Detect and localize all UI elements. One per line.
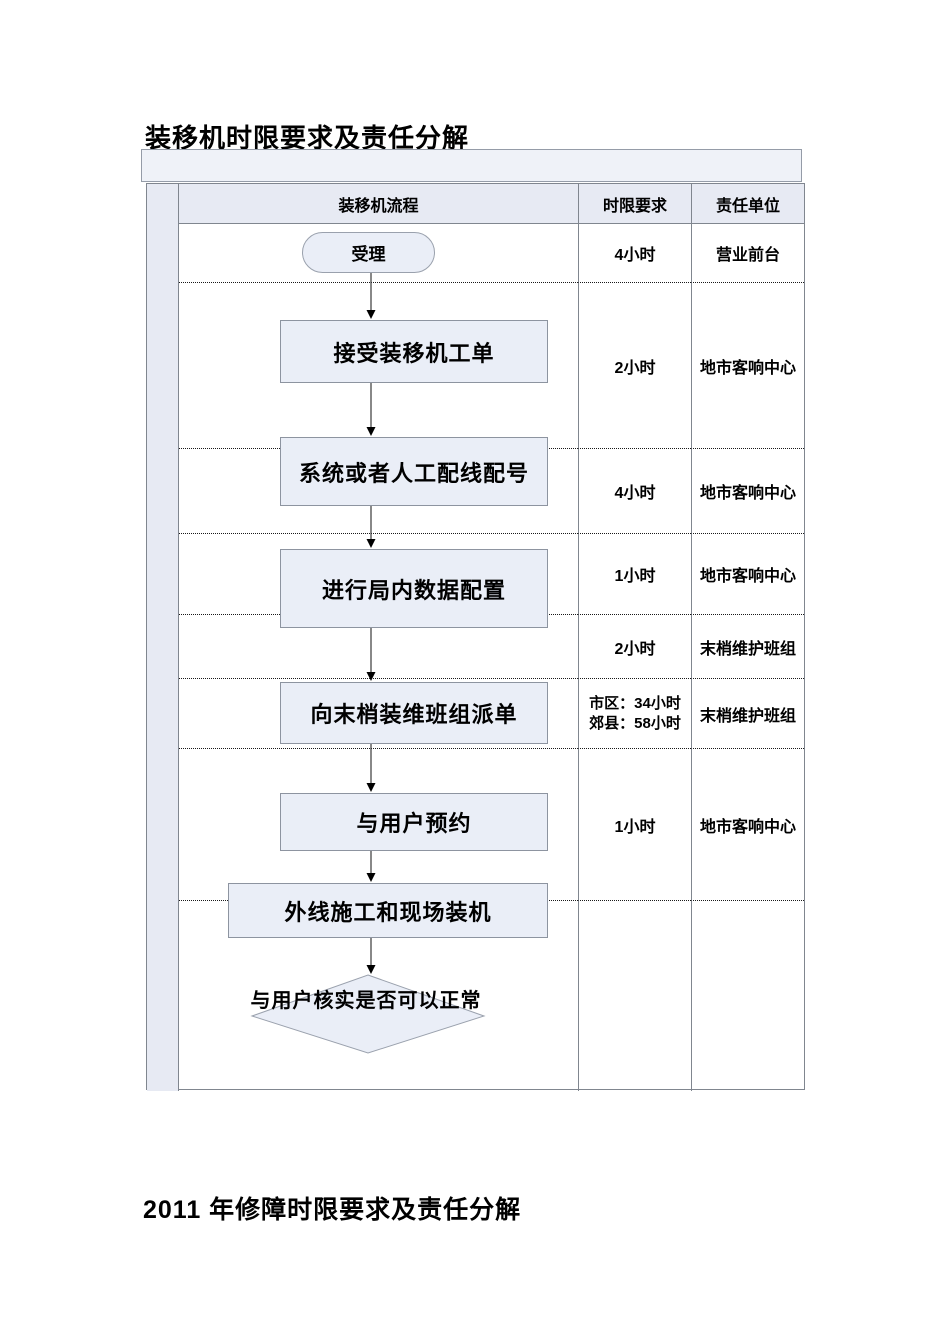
row-unit-cell: 地市客响中心: [691, 534, 804, 615]
page-title: 装移机时限要求及责任分解: [145, 123, 470, 153]
flow-step-box: 与用户预约: [280, 793, 548, 851]
row-left-strip: [147, 534, 179, 615]
row-left-strip: [147, 449, 179, 534]
header-left-strip: [147, 184, 179, 224]
row-time-cell: 市区：34小时 郊县：58小时: [578, 679, 691, 749]
flow-step-box: 进行局内数据配置: [280, 549, 548, 628]
header-process: 装移机流程: [179, 184, 578, 224]
table-row: 1小时 地市客响中心: [147, 749, 804, 901]
row-unit-cell: 地市客响中心: [691, 283, 804, 449]
row-time-cell: 1小时: [578, 749, 691, 901]
table-row: 2小时 末梢维护班组: [147, 615, 804, 679]
table-row: 4小时 营业前台: [147, 224, 804, 283]
row-left-strip: [147, 749, 179, 901]
flow-step-box: 接受装移机工单: [280, 320, 548, 383]
row-flow-cell: [179, 615, 578, 679]
row-left-strip: [147, 224, 179, 283]
table-header-row: 装移机流程 时限要求 责任单位: [147, 184, 804, 224]
header-time-limit: 时限要求: [578, 184, 691, 224]
flow-step-box: 向末梢装维班组派单: [280, 682, 548, 744]
flow-decision-label: 与用户核实是否可以正常: [250, 990, 482, 1012]
table-row: 4小时 地市客响中心: [147, 449, 804, 534]
row-time-cell: 2小时: [578, 283, 691, 449]
row-flow-cell: [179, 449, 578, 534]
row-left-strip: [147, 615, 179, 679]
flow-step-box: 系统或者人工配线配号: [280, 437, 548, 506]
row-time-cell: 1小时: [578, 534, 691, 615]
row-left-strip: [147, 679, 179, 749]
row-unit-cell: 末梢维护班组: [691, 615, 804, 679]
row-unit-cell: [691, 901, 804, 1091]
header-unit: 责任单位: [691, 184, 804, 224]
row-flow-cell: [179, 679, 578, 749]
section2-title: 2011 年修障时限要求及责任分解: [143, 1196, 522, 1224]
table-row: 市区：34小时 郊县：58小时 末梢维护班组: [147, 679, 804, 749]
table-row: 2小时 地市客响中心: [147, 283, 804, 449]
table-row: [147, 901, 804, 1091]
row-time-cell: 4小时: [578, 224, 691, 283]
row-unit-cell: 地市客响中心: [691, 749, 804, 901]
table-top-band: [141, 149, 802, 182]
row-left-strip: [147, 283, 179, 449]
flow-step-box: 外线施工和现场装机: [228, 883, 548, 938]
row-time-cell: 2小时: [578, 615, 691, 679]
row-unit-cell: 营业前台: [691, 224, 804, 283]
row-time-cell: 4小时: [578, 449, 691, 534]
row-unit-cell: 地市客响中心: [691, 449, 804, 534]
row-flow-cell: [179, 224, 578, 283]
row-time-cell: [578, 901, 691, 1091]
row-unit-cell: 末梢维护班组: [691, 679, 804, 749]
row-left-strip: [147, 901, 179, 1091]
flow-start-oval: 受理: [302, 232, 435, 273]
